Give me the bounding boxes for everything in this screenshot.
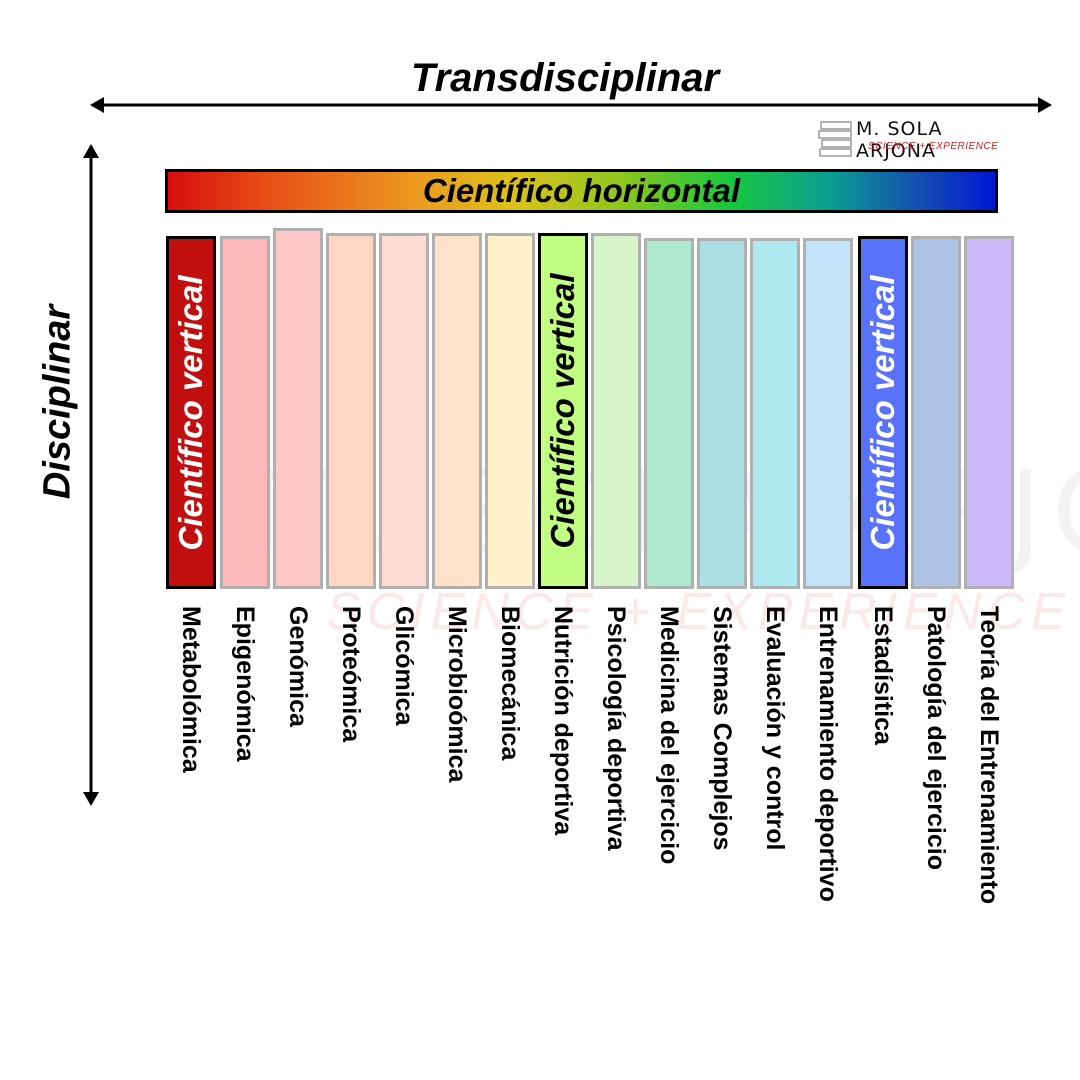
discipline-column [911,236,961,589]
discipline-label: Epigenómica [231,606,259,762]
discipline-label: Metabolómica [177,606,205,773]
discipline-column [485,233,535,589]
discipline-label: Medicina del ejercicio [655,606,683,865]
discipline-column [432,233,482,589]
discipline-label: Psicología deportiva [602,606,630,851]
watermark-tagline: SCIENCE + EXPERIENCE [326,583,1072,641]
discipline-label: Entrenamiento deportivo [814,606,842,902]
discipline-label: Biomecánica [496,606,524,761]
horizontal-scientist-label: Científico horizontal [422,172,741,209]
discipline-column [697,238,747,589]
logo-tagline: SCIENCE + EXPERIENCE [868,141,999,152]
discipline-column [220,236,270,589]
discipline-label: Glicómica [390,606,418,726]
vertical-scientist-label: Científico vertical [864,274,901,551]
discipline-label: Microbioómica [443,606,471,783]
discipline-label: Estadísitica [869,606,897,745]
vertical-scientist-column: Científico vertical [166,236,216,589]
discipline-label: Evaluación y control [761,606,789,851]
horizontal-scientist-bar: Científico horizontal [165,169,998,213]
discipline-label: Teoría del Entrenamiento [975,606,1003,905]
discipline-column [379,233,429,589]
vertical-scientist-column: Científico vertical [538,233,588,589]
discipline-column [326,233,376,589]
discipline-column [750,238,800,589]
discipline-label: Sistemas Complejos [708,606,736,851]
discipline-label: Nutrición deportiva [549,606,577,836]
discipline-column [273,228,323,589]
brand-logo: M. SOLA ARJONA SCIENCE + EXPERIENCE [818,114,1028,168]
discipline-column [644,238,694,589]
vertical-scientist-column: Científico vertical [858,236,908,589]
horizontal-double-arrow-icon [90,97,1052,113]
discipline-column [803,238,853,589]
discipline-column [591,233,641,589]
discipline-label: Genómica [284,606,312,727]
vertical-double-arrow-icon [83,144,99,806]
discipline-label: Patología del ejercicio [922,606,950,870]
vertical-scientist-label: Científico vertical [544,273,581,549]
discipline-label: Proteómica [337,606,365,743]
books-stack-icon [818,121,852,157]
disciplinary-title: Disciplinar [36,304,79,500]
vertical-scientist-label: Científico vertical [172,274,209,551]
discipline-column [964,236,1014,589]
logo-name: M. SOLA ARJONA [856,118,943,162]
transdisciplinary-title: Transdisciplinar [410,56,720,100]
